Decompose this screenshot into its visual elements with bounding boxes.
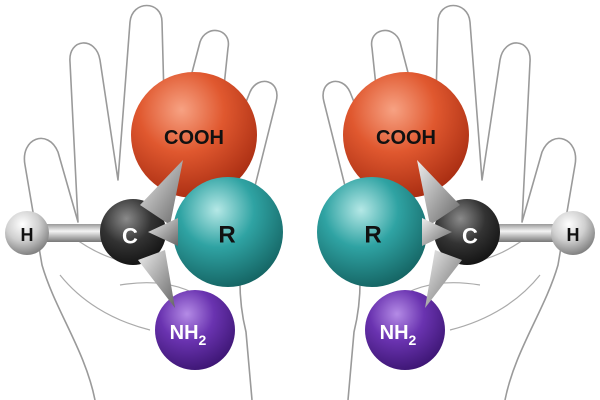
- cooh-atom: [131, 72, 257, 198]
- cooh-atom: [343, 72, 469, 198]
- hydrogen-atom: [551, 211, 595, 255]
- r-group-label: R: [218, 222, 235, 249]
- r-group-atom: [173, 177, 283, 287]
- cooh-label: COOH: [164, 127, 224, 149]
- cooh-label: COOH: [376, 127, 436, 149]
- r-wedge-bond: [422, 218, 452, 246]
- amine-label: NH2: [170, 322, 207, 348]
- hydrogen-label: H: [567, 225, 580, 245]
- amine-atom: [365, 290, 445, 370]
- cooh-wedge-bond: [417, 160, 460, 225]
- amine-atom: [155, 290, 235, 370]
- r-wedge-bond: [148, 218, 178, 246]
- carbon-atom: [434, 199, 500, 265]
- amine-label: NH2: [380, 322, 417, 348]
- amine-wedge-bond: [425, 250, 462, 308]
- r-group-atom: [317, 177, 427, 287]
- left-molecule: COOH C R H NH2: [5, 72, 283, 370]
- right-molecule: COOH C R H NH2: [317, 72, 595, 370]
- r-group-label: R: [364, 222, 381, 249]
- carbon-label: C: [462, 224, 478, 249]
- carbon-label: C: [122, 224, 138, 249]
- amine-wedge-bond: [138, 250, 175, 308]
- carbon-atom: [100, 199, 166, 265]
- hydrogen-label: H: [21, 225, 34, 245]
- hydrogen-atom: [5, 211, 49, 255]
- cooh-wedge-bond: [140, 160, 183, 225]
